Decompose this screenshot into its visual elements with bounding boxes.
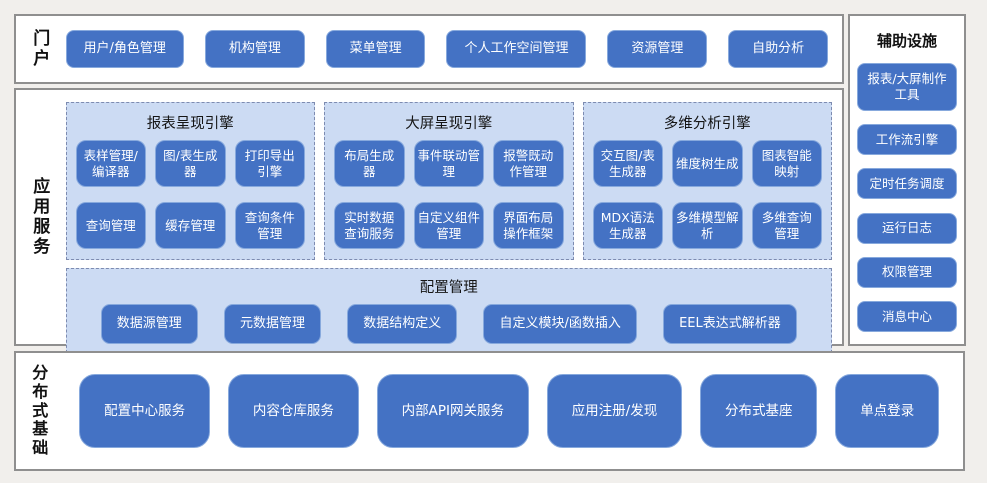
button-run-log[interactable]: 运行日志 (857, 212, 957, 244)
auxiliary-facilities-section: 辅助设施 报表/大屏制作工具 工作流引擎 定时任务调度 运行日志 权限管理 消息… (848, 14, 966, 346)
panel-grid: 布局生成器 事件联动管理 报警既动作管理 实时数据查询服务 自定义组件管理 界面… (334, 140, 564, 249)
panel-grid: 表样管理/编译器 图/表生成器 打印导出引擎 查询管理 缓存管理 查询条件管理 (75, 140, 306, 249)
auxiliary-button-column: 报表/大屏制作工具 工作流引擎 定时任务调度 运行日志 权限管理 消息中心 (857, 53, 957, 332)
button-personal-workspace-management[interactable]: 个人工作空间管理 (446, 30, 587, 68)
button-content-repository-service[interactable]: 内容仓库服务 (227, 374, 359, 448)
button-internal-api-gateway-service[interactable]: 内部API网关服务 (376, 374, 529, 448)
button-chart-smart-mapping[interactable]: 图表智能映射 (751, 140, 822, 187)
button-permission-management[interactable]: 权限管理 (857, 256, 957, 288)
button-distributed-base[interactable]: 分布式基座 (699, 374, 818, 448)
button-event-linkage-management[interactable]: 事件联动管理 (413, 140, 485, 187)
button-datasource-management[interactable]: 数据源管理 (100, 304, 198, 344)
portal-section: 门户 用户/角色管理 机构管理 菜单管理 个人工作空间管理 资源管理 自助分析 (14, 14, 844, 84)
button-single-sign-on[interactable]: 单点登录 (835, 374, 940, 448)
button-layout-generator[interactable]: 布局生成器 (334, 140, 405, 187)
button-chart-table-generator[interactable]: 图/表生成器 (155, 140, 226, 187)
engine-panels-row: 报表呈现引擎 表样管理/编译器 图/表生成器 打印导出引擎 查询管理 缓存管理 … (65, 102, 832, 260)
portal-button-row: 用户/角色管理 机构管理 菜单管理 个人工作空间管理 资源管理 自助分析 (65, 30, 842, 68)
panel-title-report-rendering-engine: 报表呈现引擎 (146, 116, 234, 132)
button-metadata-management[interactable]: 元数据管理 (224, 304, 322, 344)
button-dimension-tree-generation[interactable]: 维度树生成 (672, 140, 743, 187)
application-services-content: 报表呈现引擎 表样管理/编译器 图/表生成器 打印导出引擎 查询管理 缓存管理 … (65, 90, 842, 353)
button-app-registration-discovery[interactable]: 应用注册/发现 (546, 374, 683, 448)
panel-dashboard-rendering-engine: 大屏呈现引擎 布局生成器 事件联动管理 报警既动作管理 实时数据查询服务 自定义… (324, 102, 574, 260)
button-message-center[interactable]: 消息中心 (857, 300, 957, 332)
application-services-section: 应用服务 报表呈现引擎 表样管理/编译器 图/表生成器 打印导出引擎 查询管理 … (14, 88, 844, 353)
button-custom-component-management[interactable]: 自定义组件管理 (413, 202, 485, 249)
panel-grid: 交互图/表生成器 维度树生成 图表智能映射 MDX语法生成器 多维模型解析 多维… (592, 140, 822, 249)
button-user-role-management[interactable]: 用户/角色管理 (65, 30, 184, 68)
button-interactive-chart-generator[interactable]: 交互图/表生成器 (592, 140, 663, 187)
panel-title-dashboard-rendering-engine: 大屏呈现引擎 (405, 116, 493, 132)
button-sheet-management-compiler[interactable]: 表样管理/编译器 (75, 140, 147, 187)
panel-title-olap-analysis-engine: 多维分析引擎 (663, 116, 751, 132)
panel-report-rendering-engine: 报表呈现引擎 表样管理/编译器 图/表生成器 打印导出引擎 查询管理 缓存管理 … (65, 102, 316, 260)
button-config-center-service[interactable]: 配置中心服务 (79, 374, 211, 448)
button-ui-layout-operation-framework[interactable]: 界面布局操作框架 (493, 202, 564, 249)
distributed-button-row: 配置中心服务 内容仓库服务 内部API网关服务 应用注册/发现 分布式基座 单点… (61, 374, 963, 448)
button-realtime-data-query-service[interactable]: 实时数据查询服务 (334, 202, 405, 249)
distributed-foundation-label: 分布式基础 (32, 362, 49, 458)
button-eel-expression-parser[interactable]: EEL表达式解析器 (663, 304, 797, 344)
button-workflow-engine[interactable]: 工作流引擎 (857, 124, 957, 156)
button-cache-management[interactable]: 缓存管理 (155, 202, 226, 249)
button-olap-model-parsing[interactable]: 多维模型解析 (672, 202, 743, 249)
button-mdx-syntax-generator[interactable]: MDX语法生成器 (592, 202, 663, 249)
panel-title-configuration-management: 配置管理 (419, 280, 478, 296)
application-services-label: 应用服务 (33, 176, 51, 258)
button-report-dashboard-authoring-tool[interactable]: 报表/大屏制作工具 (857, 63, 957, 111)
portal-section-label: 门户 (33, 28, 51, 69)
button-scheduled-task-scheduler[interactable]: 定时任务调度 (857, 168, 957, 200)
button-resource-management[interactable]: 资源管理 (607, 30, 708, 68)
button-query-management[interactable]: 查询管理 (75, 202, 147, 249)
button-olap-query-management[interactable]: 多维查询管理 (751, 202, 822, 249)
panel-olap-analysis-engine: 多维分析引擎 交互图/表生成器 维度树生成 图表智能映射 MDX语法生成器 多维… (582, 102, 832, 260)
configuration-button-row: 数据源管理 元数据管理 数据结构定义 自定义模块/函数插入 EEL表达式解析器 (75, 304, 823, 344)
button-print-export-engine[interactable]: 打印导出引擎 (234, 140, 306, 187)
button-custom-module-function-insert[interactable]: 自定义模块/函数插入 (483, 304, 637, 344)
auxiliary-facilities-title: 辅助设施 (876, 32, 937, 50)
button-alarm-action-management[interactable]: 报警既动作管理 (493, 140, 564, 187)
button-query-condition-management[interactable]: 查询条件管理 (234, 202, 306, 249)
button-self-service-analysis[interactable]: 自助分析 (728, 30, 829, 68)
button-menu-management[interactable]: 菜单管理 (325, 30, 426, 68)
button-org-management[interactable]: 机构管理 (204, 30, 305, 68)
distributed-foundation-section: 分布式基础 配置中心服务 内容仓库服务 内部API网关服务 应用注册/发现 分布… (14, 351, 965, 471)
button-data-structure-definition[interactable]: 数据结构定义 (347, 304, 458, 344)
panel-configuration-management: 配置管理 数据源管理 元数据管理 数据结构定义 自定义模块/函数插入 EEL表达… (65, 268, 832, 353)
